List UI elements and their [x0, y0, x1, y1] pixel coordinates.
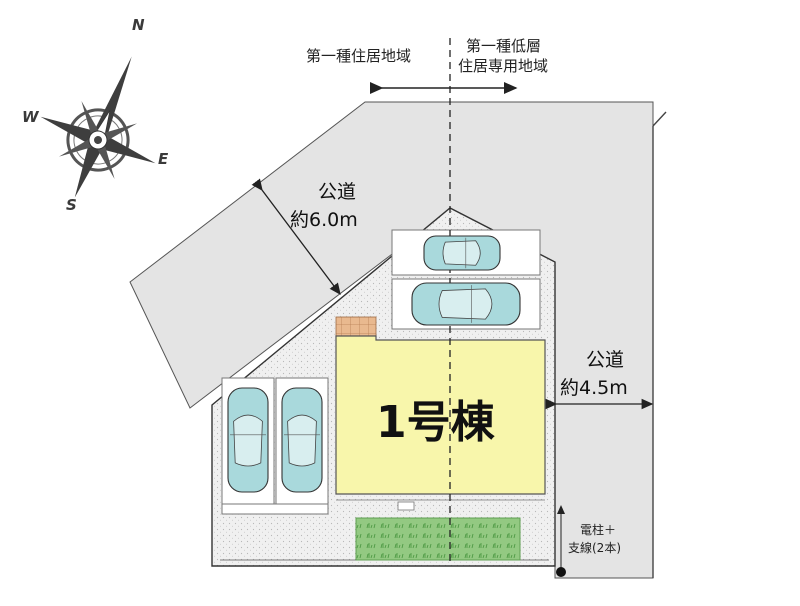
- compass-n: N: [132, 16, 145, 34]
- compass-rose-icon: [40, 56, 156, 198]
- utility-pole-icon: [556, 567, 566, 577]
- north-road-width-arrow: [251, 178, 341, 296]
- zone-right-label-line2: 住居専用地域: [458, 57, 549, 75]
- north-road-width: 約6.0m: [290, 209, 358, 231]
- building-1: [335, 335, 546, 495]
- car-left-1: [227, 387, 269, 493]
- car-left-2: [281, 387, 323, 493]
- east-road-name: 公道: [586, 349, 625, 371]
- compass-e: E: [158, 150, 169, 168]
- compass-s: S: [66, 196, 77, 214]
- cars: [227, 235, 521, 493]
- east-road-width: 約4.5m: [560, 377, 628, 399]
- north-road-name: 公道: [318, 181, 357, 203]
- pole-label-line1: 電柱＋: [580, 523, 617, 537]
- east-road-corner-line: [652, 111, 667, 127]
- lawn: [355, 517, 521, 561]
- zone-right-label-line1: 第一種低層: [466, 37, 542, 55]
- entrance-step: [397, 501, 415, 511]
- car-top-2: [411, 282, 521, 326]
- zone-left-label: 第一種住居地域: [306, 47, 412, 65]
- car-top-1: [423, 235, 501, 271]
- pole-label-line2: 支線(2本): [568, 541, 621, 555]
- compass-w: W: [22, 108, 39, 126]
- building-label: 1号棟: [376, 397, 495, 448]
